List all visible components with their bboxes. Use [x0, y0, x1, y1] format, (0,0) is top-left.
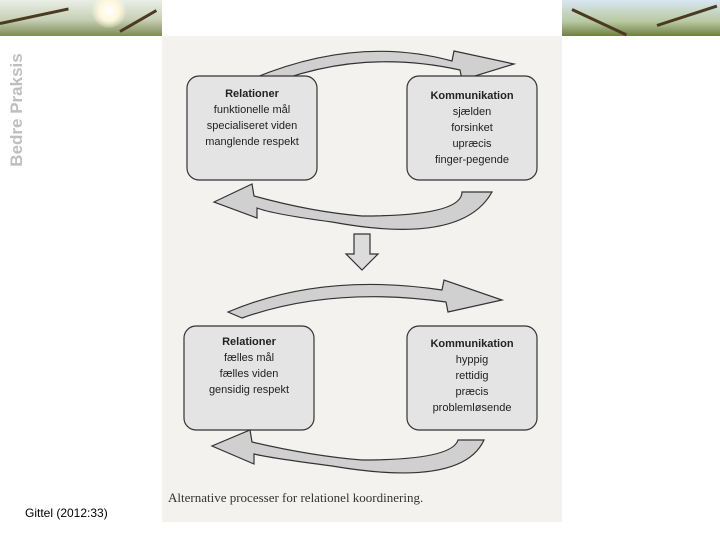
side-title-text: Bedre Praksis: [7, 53, 26, 167]
top-right-line: upræcis: [452, 138, 492, 150]
transition-down-arrow: [344, 233, 380, 271]
bottom-left-line: gensidig respekt: [208, 384, 290, 396]
top-left-line: funktionelle mål: [213, 104, 291, 116]
top-left-tree-photo: [0, 0, 162, 36]
bottom-right-line: hyppig: [455, 354, 489, 366]
bottom-lower-arrow: [210, 429, 485, 474]
process-diagram: [183, 50, 538, 474]
top-left-box: [186, 75, 318, 181]
top-right-tree-photo: [562, 0, 720, 37]
top-lower-arrow: [212, 183, 494, 230]
side-title: Bedre Praksis: [4, 40, 30, 180]
top-right-line: forsinket: [451, 122, 493, 134]
top-left-line: specialiseret viden: [206, 120, 298, 132]
top-upper-arrow: [218, 50, 517, 101]
branch: [571, 8, 628, 37]
top-left-heading: Relationer: [225, 88, 279, 100]
scanned-figure: Relationer funktionelle mål specialisere…: [162, 36, 562, 522]
sun-glare: [92, 0, 126, 28]
figure-caption: Alternative processer for relationel koo…: [168, 490, 424, 505]
bottom-right-box: [406, 325, 538, 431]
bottom-left-box-text: Relationer fælles mål fælles viden gensi…: [184, 334, 314, 398]
top-right-line: finger-pegende: [434, 154, 509, 166]
bottom-upper-arrow: [226, 279, 505, 319]
bottom-right-line: problemløsende: [432, 402, 512, 414]
top-left-line: manglende respekt: [205, 136, 299, 148]
top-right-heading: Kommunikation: [430, 90, 514, 102]
top-right-box: [406, 75, 538, 181]
top-left-box-text: Relationer funktionelle mål specialisere…: [187, 86, 317, 150]
bottom-left-line: fælles mål: [223, 352, 275, 364]
citation: Gittel (2012:33): [25, 506, 108, 520]
bottom-right-box-text: Kommunikation hyppig rettidig præcis pro…: [407, 336, 537, 416]
top-right-box-text: Kommunikation sjælden forsinket upræcis …: [407, 88, 537, 168]
bottom-left-line: fælles viden: [219, 368, 279, 380]
bottom-right-line: præcis: [455, 386, 489, 398]
bottom-right-line: rettidig: [455, 370, 489, 382]
bottom-left-heading: Relationer: [222, 336, 276, 348]
bottom-right-heading: Kommunikation: [430, 338, 514, 350]
top-right-line: sjælden: [452, 106, 492, 118]
branch: [656, 4, 718, 27]
branch: [0, 7, 69, 25]
